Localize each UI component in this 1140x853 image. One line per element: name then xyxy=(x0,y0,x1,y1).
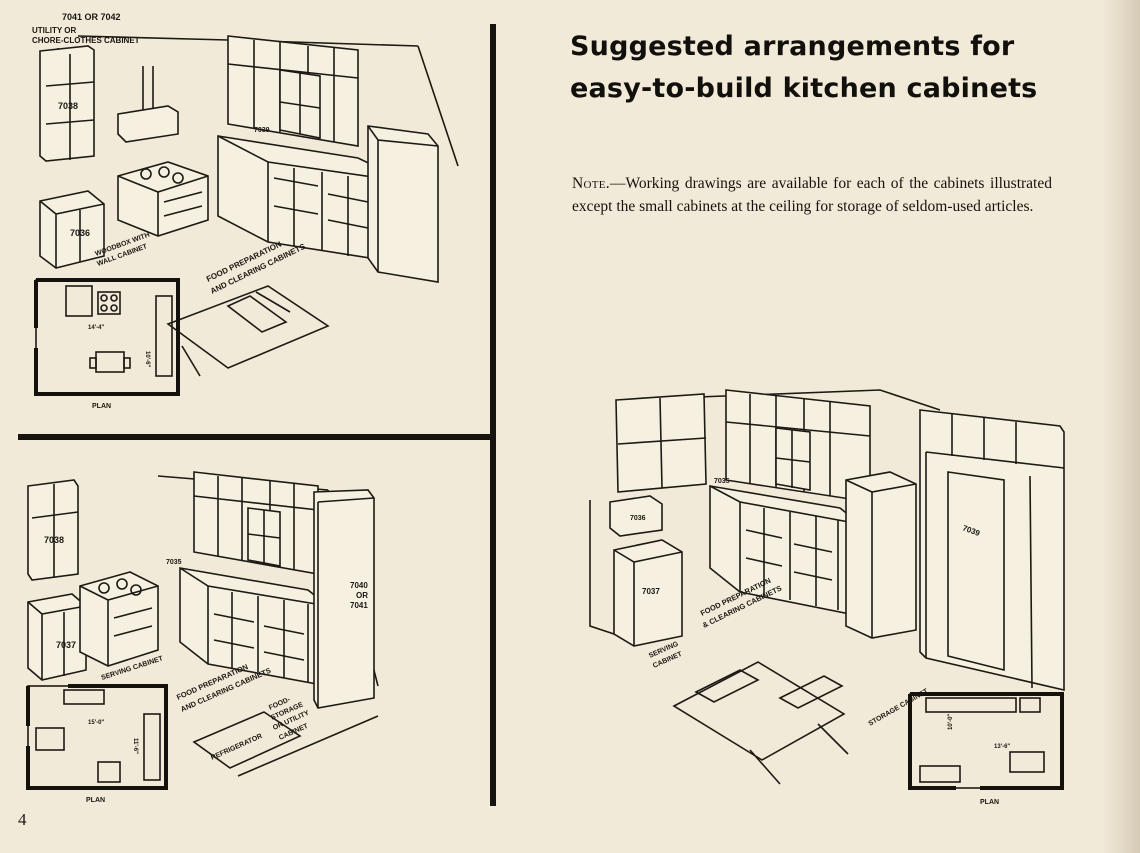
label-7040: 7040 xyxy=(350,581,368,590)
label-7040-or: OR xyxy=(356,591,368,600)
label-7039: 7039 xyxy=(254,127,270,134)
vertical-divider xyxy=(490,24,496,806)
label-7038: 7038 xyxy=(58,101,78,111)
note-lead: Note. xyxy=(572,175,610,192)
label-7036: 7036 xyxy=(630,515,646,522)
label-chore-cabinet: CHORE-CLOTHES CABINET xyxy=(32,36,140,45)
label-refrigerator: REFRIGERATOR xyxy=(210,733,263,762)
page-number: 4 xyxy=(18,810,27,829)
kitchen-drawing-3: 7035 7036 7037 SERVING CABINET FOOD PREP… xyxy=(589,389,1065,806)
label-cabinet-code: 7041 OR 7042 xyxy=(62,12,121,22)
label-7037: 7037 xyxy=(56,640,76,650)
note-paragraph: Note.—Working drawings are available for… xyxy=(572,172,1052,218)
label-7037: 7037 xyxy=(642,587,660,596)
kitchen-drawing-1: 7041 OR 7042 UTILITY OR CHORE-CLOTHES CA… xyxy=(32,12,459,410)
title-line-2: easy-to-build kitchen cabinets xyxy=(570,73,1038,104)
note-text: Working drawings are available for each … xyxy=(572,175,1052,215)
label-7036: 7036 xyxy=(70,228,90,238)
label-dim-depth: 10'-0" xyxy=(948,714,954,730)
label-dim-width: 15'-0" xyxy=(88,720,104,726)
label-utility: UTILITY OR xyxy=(32,26,77,35)
label-7035: 7035 xyxy=(714,478,730,485)
label-7038: 7038 xyxy=(44,535,64,545)
kitchen-drawing-2: 7038 7037 SERVING CABINET 7035 7040 OR 7… xyxy=(26,471,379,804)
label-7035: 7035 xyxy=(166,559,182,566)
label-plan-3: PLAN xyxy=(980,799,999,806)
title-line-1: Suggested arrangements for xyxy=(570,31,1015,62)
label-dim-depth: 11'-6" xyxy=(132,738,138,754)
label-dim-width: 13'-6" xyxy=(994,744,1010,750)
label-7041: 7041 xyxy=(350,601,368,610)
page-gutter-shadow xyxy=(1102,0,1140,853)
horizontal-divider xyxy=(18,434,490,440)
page-title: Suggested arrangements for easy-to-build… xyxy=(570,26,1090,110)
label-plan-1: PLAN xyxy=(92,403,111,410)
note-dash: — xyxy=(609,175,626,192)
label-dim-depth: 10'-6" xyxy=(144,351,150,367)
label-dim-width: 14'-4" xyxy=(88,325,104,331)
label-plan-2: PLAN xyxy=(86,797,105,804)
